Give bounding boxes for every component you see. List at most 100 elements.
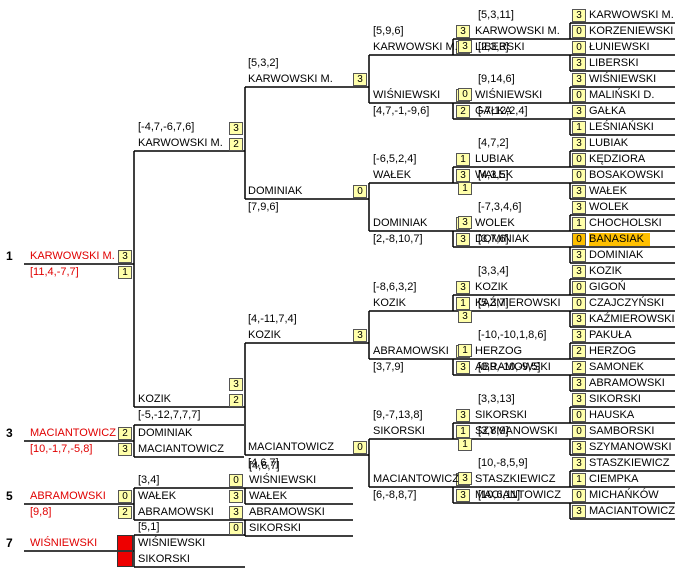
r4-name-bottom: DOMINIAK [248,185,303,197]
r2-name-top: STASZKIEWICZ [475,473,556,485]
r1-player-name: KOZIK [589,265,623,277]
r3-score-top: 3 [458,40,472,53]
r1-player-name: LUBIAK [589,137,629,149]
winner-set-scores: [11,4,-7,7] [30,266,79,278]
r1-set-scores: [10,-8,5,9] [478,457,528,469]
fifth-score-bottom: 2 [118,506,132,519]
third-set-scores: [10,-1,7,-5,8] [30,443,93,455]
r1-player-score: 3 [572,201,586,214]
r2-name-bottom: LIBERSKI [475,41,525,53]
r1-player-score: 3 [572,505,586,518]
r1-player-score: 1 [572,121,586,134]
r1-player-score: 0 [572,25,586,38]
r1-set-scores: [3,3,13] [478,393,515,405]
place-number-7: 7 [6,536,13,550]
r3-score-top: 1 [458,438,472,451]
r2-name-top: HERZOG [475,345,523,357]
r1-set-scores: [0,9,-10,-9,5] [478,361,541,373]
r5-name-bottom: KOZIK [138,393,172,405]
r5-score-top: 3 [229,378,243,391]
r1-player-score: 3 [572,105,586,118]
r1-player-score: 3 [572,9,586,22]
r1-player-score: 1 [572,473,586,486]
r3-set-scores-above: [5,9,6] [373,25,404,37]
r1-player-score: 0 [572,297,586,310]
r1-player-score: 3 [572,73,586,86]
r1-player-name: KAŹMIEROWSKI [589,313,675,325]
fifth-score-top: 0 [118,490,132,503]
r2-name-bottom: MACIANTOWICZ [475,489,561,501]
r1-set-scores: [-10,-10,1,8,6] [478,329,547,341]
r1-set-scores: [5,3,11] [478,9,514,21]
r3-set-scores-above: [-8,6,3,2] [373,281,417,293]
r4-set-scores-above: [4,-11,7,4] [248,313,297,325]
r5-score-top: 3 [229,122,243,135]
seventh-name-bottom: SIKORSKI [138,553,190,565]
r1-player-score: 1 [572,217,586,230]
consolation-score-top: 3 [229,506,243,519]
r1-player-score: 3 [572,249,586,262]
r2-score-top: 3 [456,409,470,422]
r1-player-name: WIŚNIEWSKI [589,73,657,85]
r1-player-name: KORZENIEWSKI [589,25,674,37]
r1-player-score: 3 [572,393,586,406]
r4-set-scores-above: [5,3,2] [248,57,279,69]
third-place-name: MACIANTOWICZ [30,427,116,439]
r2-score-bottom: 3 [456,233,470,246]
r1-set-scores: [-7,12,2,4] [478,105,528,117]
winner-score-top: 3 [118,250,132,263]
r3-score-top: 3 [458,310,472,323]
r1-player-score: 3 [572,265,586,278]
r1-player-name: ŁUNIEWSKI [589,41,650,53]
r3-set-scores-below: [4,7,-1,-9,6] [373,105,430,117]
r1-player-score: 0 [572,233,586,246]
r1-player-score: 3 [572,377,586,390]
r4-score-bottom: 0 [353,185,367,198]
r1-set-scores: [9,14,6] [478,73,515,85]
r1-player-score: 3 [572,137,586,150]
consolation-name-top: WIŚNIEWSKI [249,474,317,486]
r1-player-score: 0 [572,409,586,422]
r3-set-scores-above: [-6,5,2,4] [373,153,417,165]
r3-set-scores-below: [2,-8,10,7] [373,233,423,245]
r2-score-top: 3 [456,281,470,294]
r1-set-scores: [3,7,6] [478,233,509,245]
consolation-name-bottom: SIKORSKI [249,522,301,534]
r3-set-scores-below: [3,7,9] [373,361,404,373]
r1-player-name: HERZOG [589,345,637,357]
third-name-top: DOMINIAK [138,427,193,439]
r1-player-score: 3 [572,441,586,454]
r1-set-scores: [2,3,3] [478,41,509,53]
r1-player-name: GIGOŃ [589,281,626,293]
r3-score-bottom: 3 [458,472,472,485]
r1-player-name: LIBERSKI [589,57,639,69]
place-number-3: 3 [6,426,13,440]
r1-player-name: SAMONEK [589,361,645,373]
seventh-name-top: WIŚNIEWSKI [138,537,206,549]
fifth-set-scores: [9,8] [30,506,52,518]
seventh-place-name: WIŚNIEWSKI [30,537,98,549]
r3-name-bottom: ABRAMOWSKI [373,345,449,357]
r3-name-top: KARWOWSKI M. [373,41,458,53]
r2-name-bottom: ABRAMOWSKI [475,361,551,373]
r2-score-bottom: 1 [456,297,470,310]
r1-player-score: 3 [572,313,586,326]
fifth-name-bottom: ABRAMOWSKI [138,506,214,518]
r1-set-scores: [5,3,7] [478,297,509,309]
r3-name-bottom: DOMINIAK [373,217,428,229]
r2-score-bottom: 3 [456,489,470,502]
r4-score-top: 3 [353,73,367,86]
r1-player-score: 0 [572,153,586,166]
consolation-set-scores: [4,6,7] [249,460,280,472]
r1-set-scores: [4,3,5] [478,169,509,181]
place-number-5: 5 [6,489,13,503]
r5-set-scores-above: [-4,7,-6,7,6] [138,121,195,133]
r1-player-score: 2 [572,361,586,374]
r1-player-name: DOMINIAK [589,249,644,261]
r1-player-name: WOLEK [589,201,629,213]
r3-name-top: SIKORSKI [373,425,425,437]
consolation-score-bottom: 0 [229,522,243,535]
r1-player-name: KARWOWSKI M. [589,9,674,21]
consolation-score-bottom: 3 [229,490,243,503]
